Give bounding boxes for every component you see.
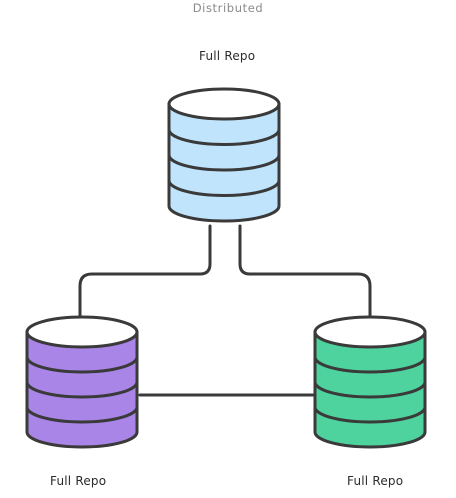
repo-label-left: Full Repo	[50, 474, 107, 488]
db-right-lid	[313, 315, 427, 349]
db-right-band	[313, 356, 427, 374]
repo-database-right	[313, 315, 427, 449]
db-left-band	[25, 381, 139, 399]
connector-top-left	[78, 224, 212, 320]
connectors	[78, 224, 372, 397]
db-top-body	[167, 102, 281, 223]
connector-top-right	[238, 224, 372, 320]
diagram-title: Distributed	[192, 1, 264, 15]
db-top-band	[167, 154, 281, 172]
db-left-lid	[25, 315, 139, 349]
repo-database-left	[25, 315, 139, 449]
db-top-lid	[167, 87, 281, 121]
db-left-band	[25, 356, 139, 374]
db-top-band	[167, 180, 281, 197]
db-right-band	[313, 381, 427, 399]
repo-label-right: Full Repo	[347, 474, 404, 488]
db-right-body	[313, 330, 427, 449]
repo-database-top	[167, 87, 281, 223]
db-left-band	[25, 406, 139, 424]
db-left-body	[25, 330, 139, 449]
repo-label-top: Full Repo	[199, 49, 256, 63]
db-top-band	[167, 129, 281, 146]
db-right-band	[313, 406, 427, 424]
